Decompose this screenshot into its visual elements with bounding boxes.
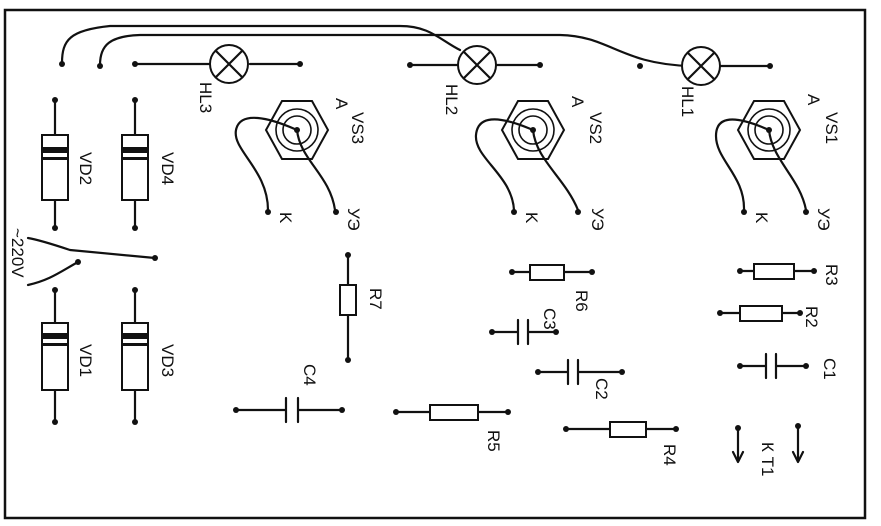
thyristor-vs3-pin-k: K (276, 212, 295, 224)
thyristor-vs3-pin-ue: УЭ (344, 208, 363, 231)
resistor-r3: R3 (737, 263, 841, 286)
board-outline (3, 8, 867, 520)
resistor-r3-label: R3 (822, 264, 841, 286)
thyristor-vs2: A VS2 K УЭ (474, 96, 607, 231)
resistor-r4-label: R4 (660, 444, 679, 466)
lamp-hl3: HL3 (196, 44, 249, 113)
resistor-r6-label: R6 (572, 290, 591, 312)
thyristor-vs3-label: VS3 (348, 112, 367, 144)
thyristor-vs2-pin-ue: УЭ (588, 208, 607, 231)
resistor-r2-label: R2 (802, 306, 821, 328)
resistor-r5: R5 (393, 404, 511, 452)
diode-vd4: VD4 (121, 97, 177, 231)
capacitor-c3: C3 (489, 308, 559, 346)
capacitor-c2: C2 (535, 358, 625, 400)
thyristor-vs2-pin-k: K (522, 212, 541, 224)
capacitor-c3-label: C3 (540, 308, 559, 330)
bus-wire-2 (98, 33, 692, 68)
resistor-r2: R2 (717, 305, 821, 328)
diode-vd3-label: VD3 (158, 344, 177, 377)
diode-vd1-label: VD1 (76, 344, 95, 377)
resistor-r6: R6 (509, 264, 595, 312)
thyristor-vs1: A VS1 K УЭ (714, 94, 841, 231)
resistor-r7: R7 (339, 252, 385, 363)
thyristor-vs3: A VS3 K УЭ (234, 98, 367, 231)
resistor-r7-label: R7 (366, 288, 385, 310)
thyristor-vs2-pin-a: A (568, 96, 587, 108)
diode-vd3: VD3 (121, 287, 177, 425)
capacitor-c1: C1 (737, 352, 839, 380)
lamp-hl3-label: HL3 (196, 82, 215, 113)
thyristor-vs1-pin-a: A (804, 94, 823, 106)
thyristor-vs1-pin-k: K (752, 212, 771, 224)
capacitor-c2-label: C2 (592, 378, 611, 400)
lamp-hl2: HL2 (442, 45, 497, 115)
resistor-r5-label: R5 (484, 430, 503, 452)
lamp-row-wire (133, 62, 772, 68)
capacitor-c4-label: C4 (300, 364, 319, 386)
bus-wire-1 (60, 24, 462, 65)
capacitor-c4: C4 (233, 364, 345, 424)
diode-vd2-label: VD2 (76, 152, 95, 185)
terminal-kt1: К Т1 (731, 423, 805, 476)
lamp-hl1: HL1 (678, 46, 721, 117)
lamp-hl1-label: HL1 (678, 86, 697, 117)
capacitor-c1-label: C1 (820, 358, 839, 380)
thyristor-vs1-label: VS1 (822, 112, 841, 144)
thyristor-vs2-label: VS2 (586, 112, 605, 144)
diode-vd1: VD1 (41, 287, 95, 425)
lamp-hl2-label: HL2 (442, 84, 461, 115)
mains-wire (26, 236, 157, 287)
thyristor-vs3-pin-a: A (332, 98, 351, 110)
thyristor-vs1-pin-ue: УЭ (814, 208, 833, 231)
diode-vd2: VD2 (41, 97, 95, 231)
mains-label: ~220V (8, 228, 27, 278)
terminal-kt1-label: К Т1 (758, 442, 777, 476)
resistor-r4: R4 (563, 421, 679, 466)
diode-vd4-label: VD4 (158, 152, 177, 185)
